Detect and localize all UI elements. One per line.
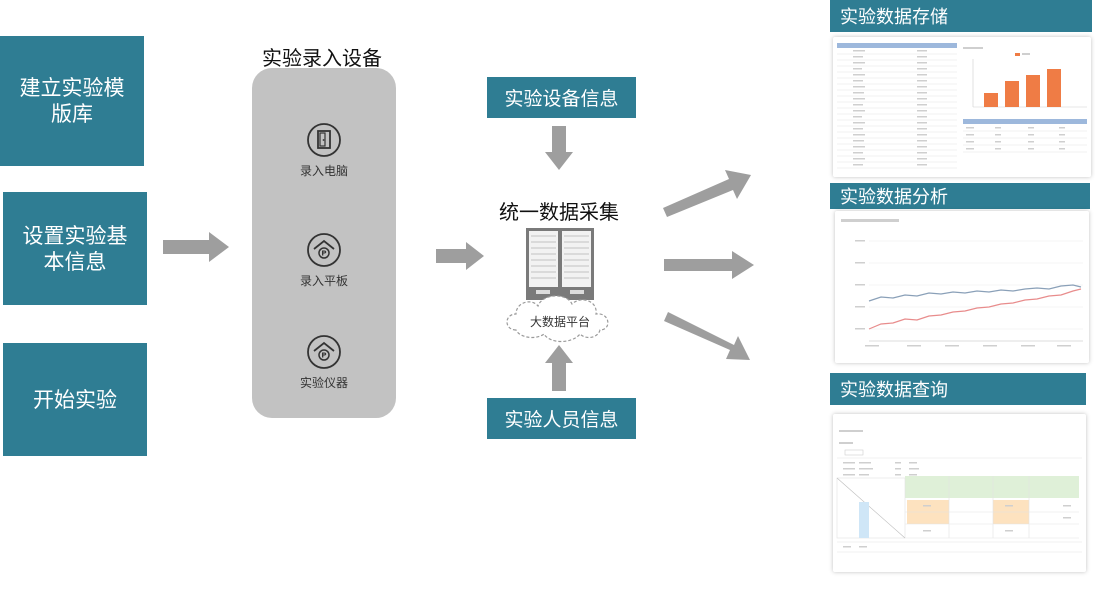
parking-home-icon: P <box>307 233 341 267</box>
device-label: 实验仪器 <box>299 376 348 390</box>
device-tablet: P 录入平板 <box>252 232 396 289</box>
server-cloud-icon <box>506 228 609 343</box>
step-set-basic-info: 设置实验基本信息 <box>3 192 147 305</box>
output-analysis-header: 实验数据分析 <box>830 183 1090 209</box>
svg-text:P: P <box>321 250 326 258</box>
arrow-down-icon <box>545 126 573 170</box>
device-instrument: P 实验仪器 <box>252 334 396 391</box>
input-devices-panel: 录入电脑 P 录入平板 P 实验仪器 <box>252 68 396 418</box>
svg-text:P: P <box>321 352 326 360</box>
arrow-right-icon <box>436 242 484 270</box>
parking-home-icon: P <box>307 335 341 369</box>
output-label: 实验数据分析 <box>840 187 948 208</box>
personnel-info-box: 实验人员信息 <box>487 398 636 439</box>
device-label: 录入平板 <box>299 274 348 288</box>
arrow-up-right-icon <box>663 170 751 217</box>
device-label: 录入电脑 <box>299 164 348 178</box>
collection-title: 统一数据采集 <box>499 200 619 224</box>
device-info-label: 实验设备信息 <box>504 88 619 110</box>
storage-screenshot <box>833 37 1091 177</box>
personnel-info-label: 实验人员信息 <box>504 409 619 431</box>
door-icon <box>307 123 341 157</box>
analysis-screenshot <box>835 211 1089 363</box>
step-label: 建立实验模版库 <box>19 76 125 126</box>
step-label: 开始实验 <box>33 387 117 412</box>
step-build-template-library: 建立实验模版库 <box>0 36 144 166</box>
step-start-experiment: 开始实验 <box>3 343 147 456</box>
arrow-right-icon <box>163 232 229 262</box>
arrow-up-icon <box>545 345 573 391</box>
device-info-box: 实验设备信息 <box>487 77 636 118</box>
output-label: 实验数据存储 <box>840 7 948 28</box>
arrow-down-right-icon <box>664 312 750 360</box>
output-label: 实验数据查询 <box>840 380 948 401</box>
output-query-header: 实验数据查询 <box>830 373 1086 405</box>
cloud-label: 大数据平台 <box>529 315 590 329</box>
arrow-right-icon <box>664 251 754 279</box>
input-devices-title: 实验录入设备 <box>262 46 382 70</box>
output-storage-header: 实验数据存储 <box>830 0 1092 32</box>
query-screenshot <box>833 414 1086 572</box>
device-computer: 录入电脑 <box>252 122 396 179</box>
step-label: 设置实验基本信息 <box>22 223 128 274</box>
